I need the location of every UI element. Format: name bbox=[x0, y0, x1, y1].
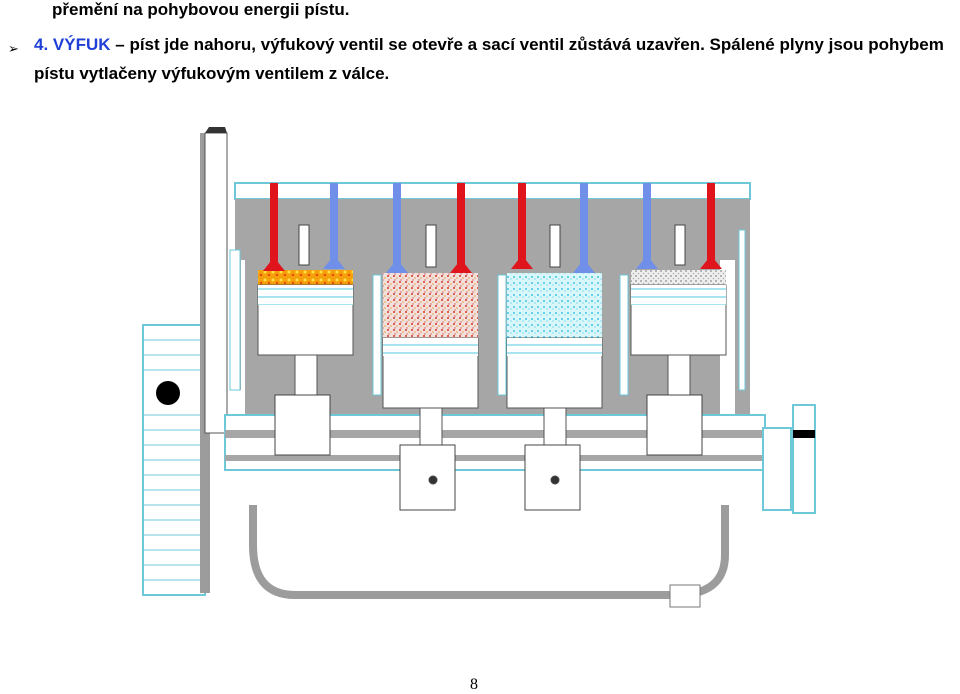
exhaust-stroke-paragraph: 4. VÝFUK – píst jde nahoru, výfukový ven… bbox=[34, 35, 944, 55]
cylinder-3-intake bbox=[506, 273, 603, 499]
valves bbox=[263, 183, 722, 273]
engine-cutaway-illustration bbox=[142, 127, 816, 608]
bullet-arrow-icon: ➢ bbox=[8, 41, 19, 56]
crankshaft bbox=[274, 394, 703, 511]
stroke-description-continued: pístu vytlačeny výfukovým ventilem z vál… bbox=[34, 64, 390, 83]
front-pulley bbox=[762, 404, 816, 514]
page-number: 8 bbox=[470, 676, 478, 693]
timing-belt bbox=[200, 127, 228, 593]
spark-plugs bbox=[298, 224, 686, 268]
continued-text-line: přemění na pohybovou energii pístu. bbox=[52, 0, 350, 19]
stroke-description: – píst jde nahoru, výfukový ventil se ot… bbox=[110, 35, 944, 54]
valve-cover bbox=[234, 182, 751, 205]
stroke-name: VÝFUK bbox=[52, 35, 111, 54]
stroke-number: 4. bbox=[34, 35, 49, 54]
pulley-wheel bbox=[142, 324, 206, 596]
